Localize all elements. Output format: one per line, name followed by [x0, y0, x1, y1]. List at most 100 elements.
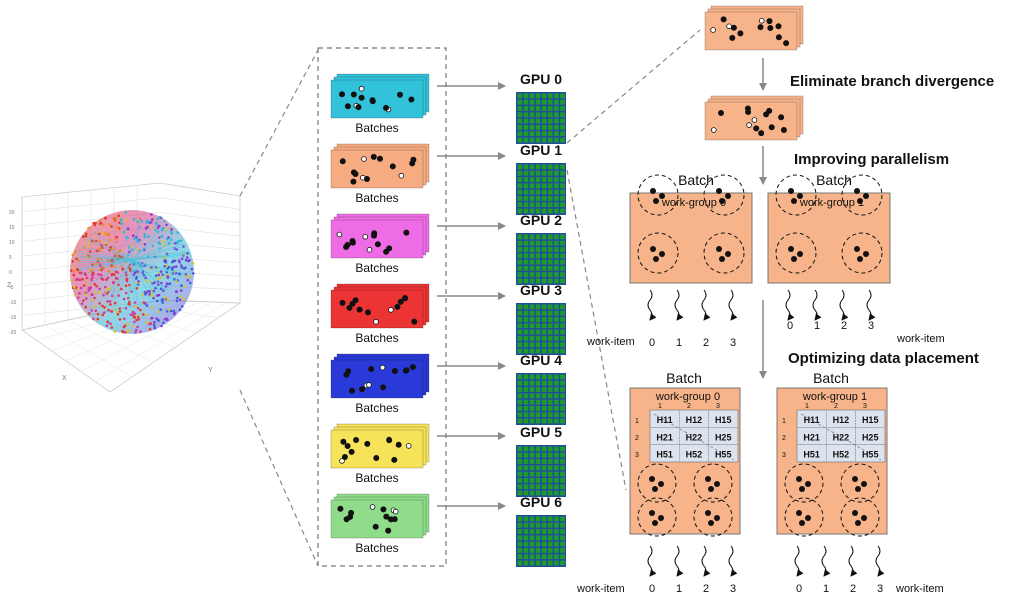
gpu-core [529, 393, 535, 399]
sphere-point [124, 307, 128, 310]
gpu-core [560, 459, 565, 464]
gpu-core [535, 310, 541, 316]
gpu-core [535, 459, 541, 464]
sphere-point [110, 294, 114, 298]
gpu-core [554, 471, 559, 477]
batch-stack [330, 73, 430, 119]
z-tick-label: 15 [9, 225, 15, 231]
gpu-core [523, 548, 529, 553]
gpu-core [554, 374, 559, 380]
particle [395, 441, 402, 448]
gpu-core [548, 554, 553, 560]
sphere-point [150, 213, 153, 216]
gpu-core [541, 323, 547, 329]
gpu-core [529, 452, 535, 458]
step-eliminate-branch-divergence: Eliminate branch divergence [790, 73, 994, 90]
sphere-point [104, 232, 107, 235]
gpu-core [554, 541, 559, 547]
gpu-core [541, 164, 547, 170]
gpu-core [548, 452, 553, 458]
particle [797, 193, 803, 199]
gpu-core [517, 234, 523, 240]
gpu-core [548, 131, 553, 137]
gpu-core [548, 304, 553, 310]
gpu-core [548, 412, 553, 418]
sphere-point [77, 296, 80, 299]
particle [805, 515, 811, 521]
particle [356, 306, 363, 313]
gpu-core [535, 490, 541, 496]
gpu-core [529, 118, 535, 124]
gpu-core [541, 336, 547, 341]
particle [350, 91, 357, 98]
gpu-core [517, 99, 523, 105]
batch-header: Batch [678, 172, 714, 188]
gpu-core [560, 118, 565, 124]
particle [374, 241, 381, 248]
sphere-point [77, 259, 81, 263]
sphere-point [165, 223, 168, 227]
gpu-core [541, 418, 547, 424]
work-item-cluster [637, 497, 677, 537]
gpu-core [517, 554, 523, 560]
particle [383, 513, 390, 520]
gpu-core [523, 336, 529, 341]
gpu-core [517, 278, 523, 284]
sphere-point [122, 297, 126, 301]
work-item-cluster [775, 174, 817, 216]
sphere-point [155, 221, 158, 225]
gpu-core [541, 202, 547, 208]
gpu-core [541, 478, 547, 483]
gpu-core [548, 323, 553, 329]
sphere-point [84, 234, 88, 238]
particle [766, 18, 773, 25]
gpu-core [517, 329, 523, 335]
gpu-core [541, 465, 547, 471]
particle [861, 515, 867, 521]
sphere-point [103, 306, 106, 309]
work-item-index: 0 [649, 337, 655, 349]
particle [775, 34, 782, 41]
particle [343, 243, 350, 250]
sphere-point [104, 216, 107, 220]
gpu-core [523, 323, 529, 329]
sphere-point [118, 310, 122, 313]
particle [372, 523, 379, 530]
sphere-ray [80, 259, 133, 276]
sphere-ray [131, 250, 186, 261]
z-tick-label: 5 [9, 255, 12, 261]
gpu-core [535, 112, 541, 118]
work-item-index: 2 [703, 583, 709, 595]
gpu-core [517, 304, 523, 310]
particle [350, 178, 357, 185]
gpu-core [529, 406, 535, 411]
gpu-core [554, 560, 559, 566]
sphere-point [184, 258, 188, 262]
work-item-index: 3 [868, 320, 874, 332]
sphere-point [125, 278, 128, 281]
matrix-cell-value: H55 [862, 450, 879, 460]
sphere-point [99, 273, 103, 277]
matrix-cell-value: H12 [833, 415, 850, 425]
sphere-point [107, 290, 110, 294]
sphere-ray [131, 246, 184, 261]
gpu-core [560, 522, 565, 528]
gpu-core [535, 93, 541, 99]
sphere-point [163, 259, 167, 262]
sphere-point [151, 244, 155, 248]
stack-layer [704, 101, 798, 141]
gpu-core [517, 272, 523, 278]
sphere-point [155, 294, 159, 297]
sphere-point [115, 240, 118, 244]
zoom-line-top [239, 49, 319, 197]
gpu-core [548, 189, 553, 195]
sphere-point [87, 226, 90, 230]
gpu-core [529, 380, 535, 386]
gpu-core [560, 183, 565, 189]
sphere-point [175, 280, 178, 284]
gpu-core [560, 272, 565, 278]
gpu-core [535, 131, 541, 137]
particle [775, 23, 782, 30]
